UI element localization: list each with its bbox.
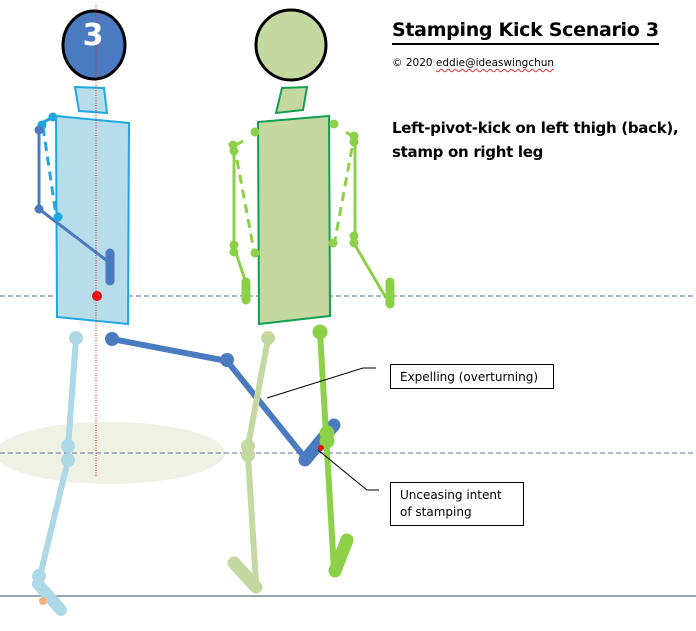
- defender-neck: [274, 85, 309, 115]
- foot-accent-dot: [39, 597, 47, 605]
- figure-shape: [34, 204, 44, 214]
- figure-shape: [34, 125, 44, 135]
- callout-stamping-line-2: of stamping: [400, 505, 472, 519]
- scenario-description-line-1: Left-pivot-kick on left thigh (back),: [392, 119, 679, 137]
- attacker-center-of-mass: [92, 291, 102, 301]
- stamping-leader-line: [317, 449, 379, 491]
- figure-shape: [250, 248, 260, 258]
- figure-shape: [319, 433, 335, 449]
- attacker-arm: [34, 112, 115, 286]
- attacker-torso: [54, 114, 131, 326]
- callout-expelling-text: Expelling (overturning): [400, 370, 539, 384]
- attacker-head: [61, 9, 127, 81]
- expelling-leader-line: [266, 367, 376, 399]
- figure-shape: [61, 439, 75, 453]
- defender-left-arm: [228, 127, 260, 305]
- copyright-email: eddie@ideaswingchun: [435, 57, 555, 69]
- callout-expelling: Expelling (overturning): [390, 364, 554, 389]
- figure-shape: [229, 247, 239, 257]
- copyright-prefix: © 2020: [392, 57, 436, 69]
- figure-shape: [229, 240, 239, 250]
- contact-point: [318, 445, 324, 451]
- attacker-figure: [32, 5, 341, 616]
- figure-shape: [333, 147, 354, 241]
- figure-shape: [109, 336, 230, 364]
- figure-shape: [349, 231, 359, 241]
- figure-shape: [37, 457, 71, 579]
- figure-shape: [329, 119, 339, 129]
- defender-back-leg: [227, 331, 275, 594]
- figure-shape: [312, 324, 328, 340]
- figure-shape: [65, 335, 79, 451]
- defender-front-leg: [312, 324, 354, 578]
- callout-stamping-line-1: Unceasing intent: [400, 488, 502, 502]
- figure-shape: [41, 126, 58, 216]
- figure-shape: [229, 146, 239, 156]
- copyright-line: © 2020 eddie@ideaswingchun: [392, 57, 554, 69]
- figure-shape: [261, 331, 275, 345]
- figure-shape: [349, 137, 359, 147]
- defender-torso: [256, 114, 332, 326]
- defender-right-arm: [328, 119, 395, 309]
- attacker-scenario-number: 3: [82, 18, 104, 53]
- figure-shape: [241, 448, 255, 462]
- figure-shape: [328, 238, 338, 248]
- attacker-back-leg: [32, 331, 83, 616]
- figure-shape: [224, 358, 309, 462]
- defender-back-foot: [227, 556, 263, 594]
- defender-front-foot: [328, 533, 354, 578]
- figure-shape: [235, 159, 256, 252]
- figure-shape: [353, 244, 388, 299]
- figure-shape: [245, 452, 259, 587]
- scenario-description-line-2: stamp on right leg: [392, 143, 544, 161]
- page-title: Stamping Kick Scenario 3: [392, 18, 659, 45]
- figure-shape: [349, 238, 359, 248]
- defender-head: [254, 8, 328, 82]
- scenario-description: Left-pivot-kick on left thigh (back), st…: [392, 116, 679, 164]
- figure-shape: [61, 453, 75, 467]
- attacker-back-foot: [32, 578, 67, 616]
- figure-shape: [220, 353, 234, 367]
- figure-shape: [69, 331, 83, 345]
- figure-shape: [250, 127, 260, 137]
- figure-shape: [245, 336, 271, 449]
- figure-shape: [105, 332, 119, 346]
- defender-figure: [227, 8, 395, 594]
- callout-stamping: Unceasing intent of stamping: [390, 482, 524, 526]
- figure-shape: [317, 329, 337, 573]
- attacker-neck: [73, 85, 109, 115]
- figure-shape: [53, 212, 63, 222]
- figure-shape: [38, 207, 111, 265]
- figure-shape: [48, 112, 58, 122]
